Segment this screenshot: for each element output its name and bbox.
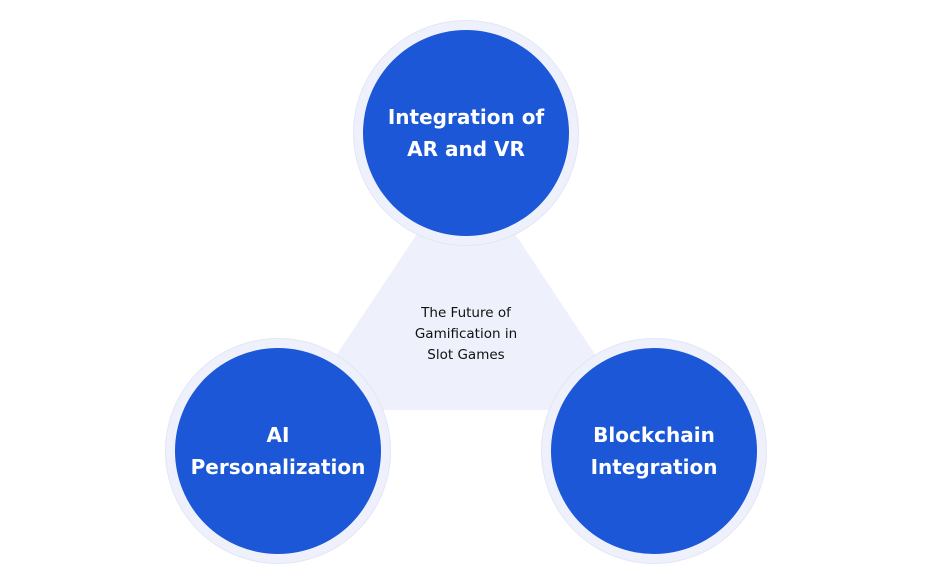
center-title: The Future of Gamification in Slot Games xyxy=(414,305,518,363)
node-ar-vr: Integration of AR and VR xyxy=(363,30,569,236)
node-ar-vr-label: Integration of AR and VR xyxy=(387,105,545,161)
node-ai-personalization-label: AI Personalization xyxy=(190,423,366,479)
node-blockchain-integration-label: Blockchain Integration xyxy=(590,423,718,479)
node-ai-personalization: AI Personalization xyxy=(175,348,381,554)
node-blockchain-integration: Blockchain Integration xyxy=(551,348,757,554)
